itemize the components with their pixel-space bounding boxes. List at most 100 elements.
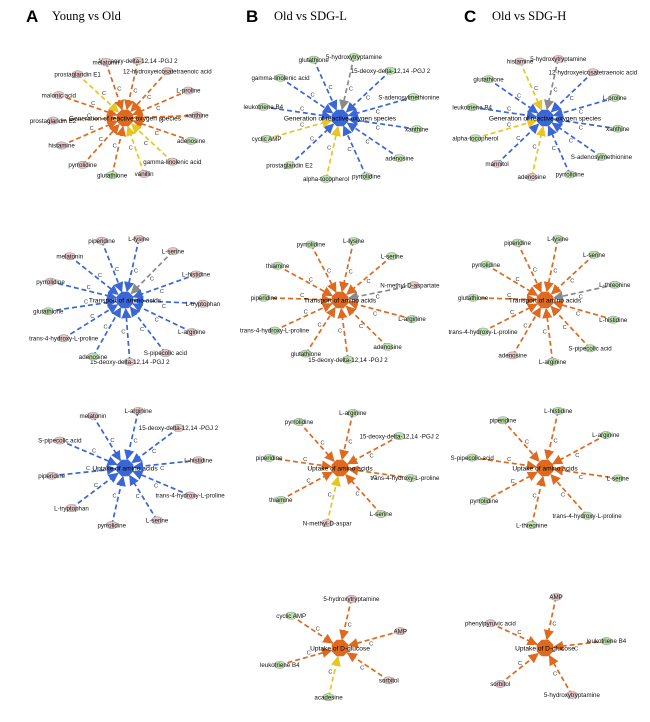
edge-label: C [355,492,359,498]
node: AMP [549,592,563,601]
node-label: pyrrolidine [68,162,97,169]
node-label: 5-hydroxytryptamine [530,56,587,63]
node-marker [273,660,286,669]
edge-label: C [316,626,320,632]
hub-octagon [536,109,554,127]
edge-line [550,254,595,295]
node: glutathione [473,75,504,83]
hub: Uptake of amino acids [512,459,578,477]
node-marker [57,334,70,343]
node-marker [55,141,68,150]
edge-line [132,303,193,333]
edge-label: C [366,279,370,285]
edge-line [347,115,417,130]
node: L-tryptophan [54,504,89,512]
node: thiamine [269,495,293,504]
node-marker [600,431,612,439]
node-label: 5-hydroxytryptamine [323,596,380,603]
node-label: adenosine [79,354,108,361]
node-label: L-histidine [544,408,573,415]
edge-line [499,652,539,685]
node-label: adenosine [373,344,402,351]
panel-title-a: Young vs Old [52,9,122,23]
edge-label: C [515,277,519,283]
edge-line [543,596,557,641]
edge-label: C [532,494,536,500]
node-marker [285,611,297,620]
node-label: piperidine [251,295,278,302]
edge-line [305,306,336,355]
node-marker [320,175,332,183]
node: histamine [48,141,75,150]
node-label: sorbitol [379,678,399,685]
node-marker [345,594,358,603]
node-marker [494,680,506,688]
node: malonic acid [42,91,77,99]
node: S-pipecolic acid [144,349,188,357]
node: leukotriene B4 [260,660,300,669]
edge-line [132,470,191,497]
edge-label: C [112,494,116,500]
node-marker [491,159,503,168]
edge-label: C [113,144,117,150]
node-marker [138,170,150,178]
hub: Generation of reactive oxygen species [69,109,182,127]
edge-line [269,457,333,471]
edge-label: C [152,449,156,455]
node: 15-deoxy-delta-12,14 -PGJ 2 [139,424,219,432]
hub-octagon [331,639,349,657]
hub-octagon [116,109,134,127]
node-label: glutathione [458,295,489,302]
edge-line [346,122,400,159]
node: thiamine [266,261,290,270]
edge-label: C [574,646,578,652]
node-label: S-adenosylmethionine [571,154,633,161]
edge-line [337,307,349,360]
edge-line [290,614,334,644]
node-label: histamine [48,143,75,150]
edge-line [61,120,118,147]
edge-line [53,113,118,124]
edge-label: C [327,146,331,152]
edge-line [110,475,126,526]
edge-label: C [328,670,332,676]
edge-label: C [155,131,159,137]
edge-line [490,622,538,646]
edge-line [274,303,333,332]
node-marker [172,424,185,432]
edge-label: C [144,141,148,147]
node-label: piperidine [256,455,283,462]
edge-line [472,106,538,121]
edge-label: C [366,95,370,101]
node: gamma-linolenic acid [143,157,202,166]
node: melatonin [56,252,84,260]
node-marker [584,344,596,353]
node: 5-hydroxytryptamine [530,55,587,63]
edge-line [280,471,333,501]
edge-label: C [348,622,352,628]
node: L-serine [381,252,404,260]
edge-line [485,263,539,297]
node: prostaglandin E2 [30,116,77,125]
edge-line [552,434,607,465]
node-label: cyclic AMP [252,136,282,143]
edge-line [547,125,571,175]
panel-letter-b: B [246,7,258,26]
node-label: L-arginine [592,432,620,439]
edge-label: C [310,137,314,143]
edge-label: C [91,101,95,107]
edge-line [325,125,341,180]
edge-label: C [516,136,520,142]
node: L-histidine [182,270,211,279]
edge-line [131,427,180,464]
node-marker [525,521,538,529]
node-label: 15-deoxy-delta-12,14 -PGJ 2 [139,425,219,432]
node-label: L-histidine [599,317,628,324]
node-marker [612,474,624,483]
